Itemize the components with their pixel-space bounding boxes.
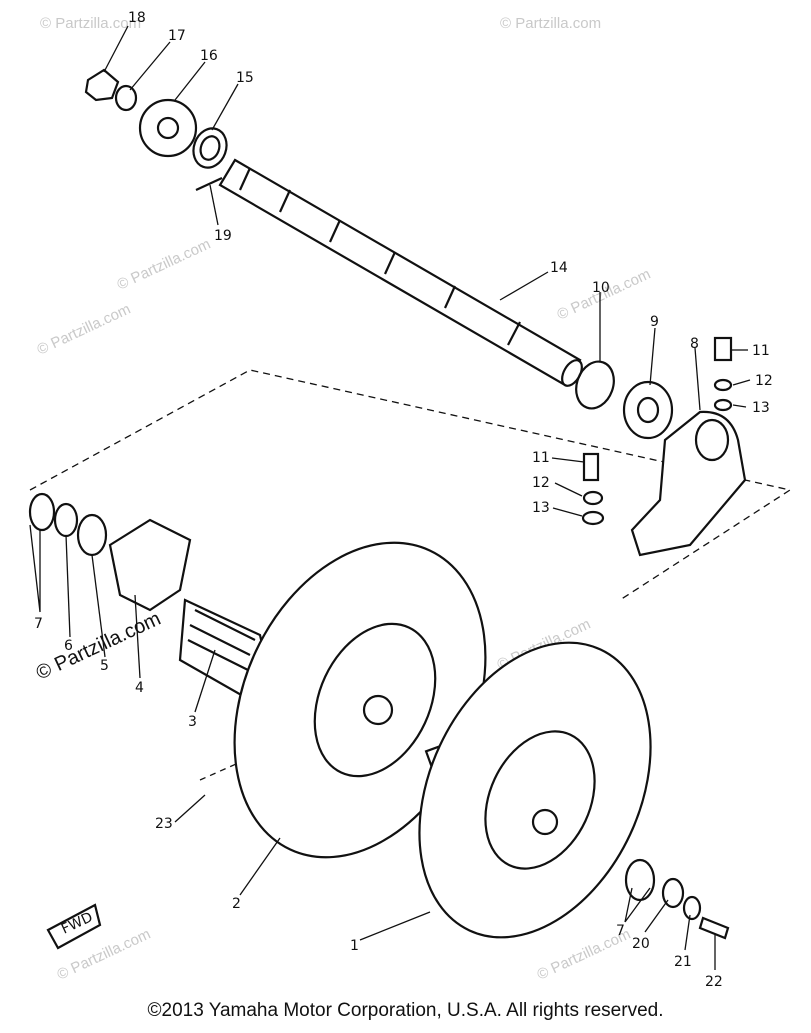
callout-4: 4 (135, 680, 144, 696)
callout-3: 3 (188, 714, 197, 730)
callout-19: 19 (214, 228, 232, 244)
callout-1: 1 (350, 938, 359, 954)
bearing-bracket-assembly (575, 336, 747, 557)
callout-5: 5 (100, 658, 109, 674)
callout-2: 2 (232, 896, 241, 912)
sprocket-assembly (84, 68, 228, 191)
callout-numbers: 18 17 16 15 19 14 10 9 8 11 12 13 11 12 … (34, 10, 773, 990)
copyright-notice: ©2013 Yamaha Motor Corporation, U.S.A. A… (147, 1000, 664, 1021)
callout-12-left: 12 (532, 475, 550, 491)
movable-sheave (418, 641, 652, 939)
callout-6: 6 (64, 638, 73, 654)
callout-11-left: 11 (532, 450, 550, 466)
assembly-outline (29, 369, 792, 781)
callout-23: 23 (155, 816, 173, 832)
watermark: © Partzilla.com (500, 15, 601, 32)
callout-16: 16 (200, 48, 218, 64)
callout-10: 10 (592, 280, 610, 296)
lower-right-parts (624, 858, 730, 940)
callout-15: 15 (236, 70, 254, 86)
callout-12-right: 12 (755, 373, 773, 389)
callout-17: 17 (168, 28, 186, 44)
callout-11-right: 11 (752, 343, 770, 359)
leader-lines (29, 25, 751, 970)
callout-7-right: 7 (616, 923, 625, 939)
watermark: © Partzilla.com (115, 236, 214, 294)
callout-9: 9 (650, 314, 659, 330)
drive-shaft (218, 158, 583, 387)
callout-14: 14 (550, 260, 568, 276)
fwd-arrow: FWD (46, 903, 102, 950)
callout-13-right: 13 (752, 400, 770, 416)
callout-13-left: 13 (532, 500, 550, 516)
watermark: © Partzilla.com (35, 301, 134, 359)
watermark: © Partzilla.com (40, 15, 141, 32)
callout-7-left: 7 (34, 616, 43, 632)
watermark-dark: © Partzilla.com (33, 608, 164, 685)
callout-21: 21 (674, 954, 692, 970)
callout-8: 8 (690, 336, 699, 352)
callout-20: 20 (632, 936, 650, 952)
callout-22: 22 (705, 974, 723, 990)
callout-18: 18 (128, 10, 146, 26)
